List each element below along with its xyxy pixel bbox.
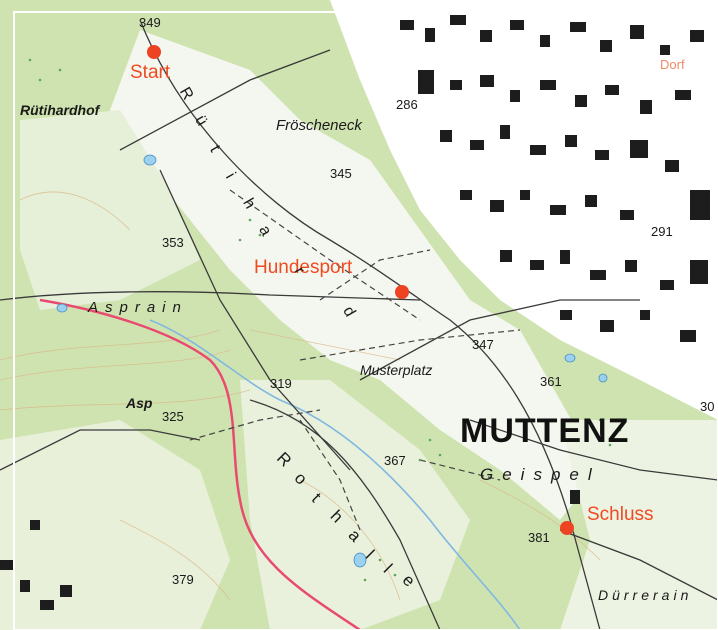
elevation-353: 353 <box>162 235 184 250</box>
place-musterplatz: Musterplatz <box>360 362 433 378</box>
place-durrerain: Dürrerain <box>598 587 693 603</box>
place-asprain: Asprain <box>88 299 188 316</box>
start-marker <box>147 45 161 59</box>
place-froscheneck: Fröscheneck <box>276 117 362 134</box>
elevation-361: 361 <box>540 374 562 389</box>
elevation-345: 345 <box>330 166 352 181</box>
schluss-marker <box>560 521 574 535</box>
elevation-291: 291 <box>651 224 673 239</box>
elevation-347: 347 <box>472 337 494 352</box>
place-rutihardhof: Rütihardhof <box>20 102 100 118</box>
elevation-286: 286 <box>396 97 418 112</box>
hundesport-marker <box>395 285 409 299</box>
start-label: Start <box>130 62 171 83</box>
hundesport-label: Hundesport <box>254 257 353 278</box>
elevation-367: 367 <box>384 453 406 468</box>
schluss-label: Schluss <box>587 504 654 525</box>
elevation-30: 30 <box>700 399 715 414</box>
elevation-381: 381 <box>528 530 550 545</box>
place-geispel: Geispel <box>480 465 601 484</box>
town-muttenz: MUTTENZ <box>460 412 630 450</box>
elevation-319: 319 <box>270 376 292 391</box>
elevation-325: 325 <box>162 409 184 424</box>
elevation-349: 349 <box>139 15 161 30</box>
place-asp: Asp <box>126 395 153 411</box>
place-dorf: Dorf <box>660 57 685 72</box>
elevation-379: 379 <box>172 572 194 587</box>
